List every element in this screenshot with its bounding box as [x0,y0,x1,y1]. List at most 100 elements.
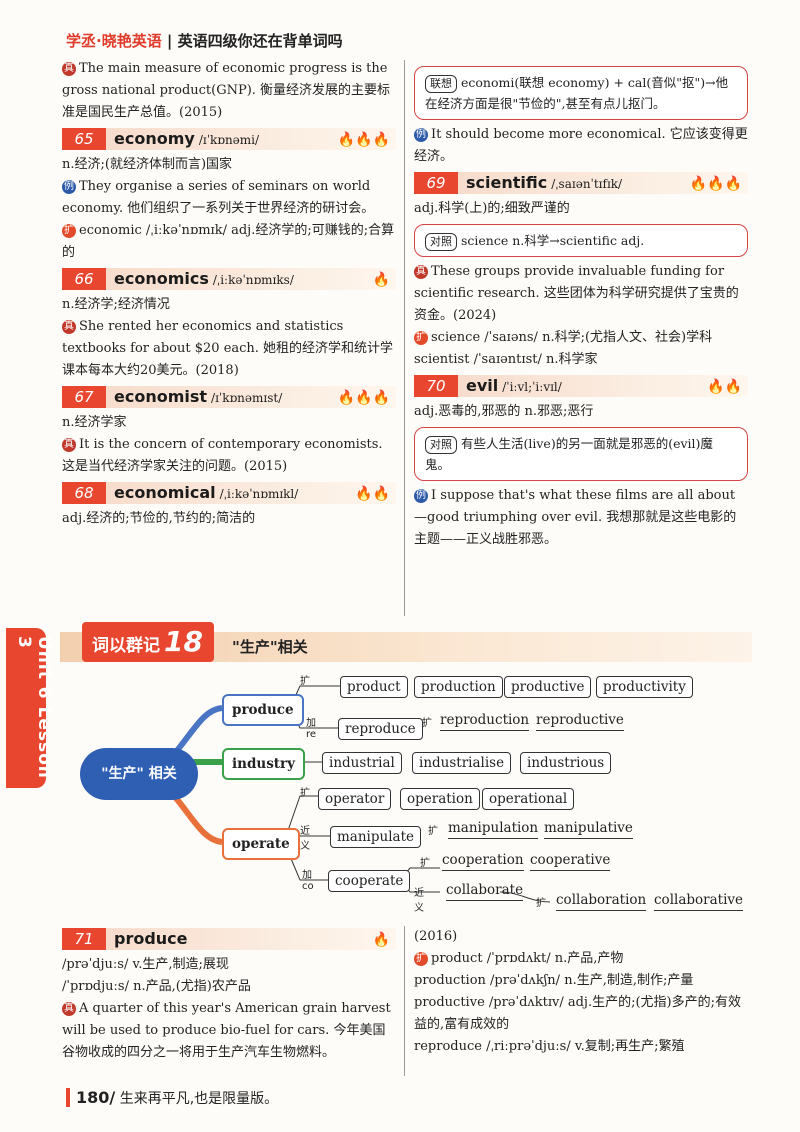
mm-cooperative: cooperative [530,850,611,871]
tag-extend: 扩 [300,676,310,687]
fire-icon: 🔥🔥🔥 [689,176,742,192]
mm-industrialise: industrialise [412,752,512,774]
fire-icon: 🔥🔥 [707,379,742,395]
page-number: 180/ [66,1088,116,1107]
tag-extend: 扩 [536,898,546,909]
header-title: 英语四级你还在背单词吗 [177,32,343,50]
word-number: 65 [62,128,106,150]
extension: production /prəˈdʌkʃn/ n.生产,制造,制作;产量 [414,973,694,988]
word-number: 69 [414,172,458,194]
word-number: 68 [62,482,106,504]
bottom-left-column: 71 produce 🔥 /prəˈdjuːs/ v.生产,制造;展现 /ˈpr… [62,924,396,1064]
mindmap-center-node: "生产" 相关 [80,748,198,800]
word-number: 71 [62,928,106,950]
definition: adj.恶毒的,邪恶的 n.邪恶;恶行 [414,404,594,419]
note-tag: 联想 [425,75,457,93]
column-divider [404,926,405,1076]
word-bar-66: 66 economics/ˌiːkəˈnɒmɪks/ 🔥 [62,268,396,290]
mm-collaborate: collaborate [446,880,524,901]
fire-icon: 🔥🔥🔥 [337,132,390,148]
word-headword: scientific/ˌsaɪənˈtɪfɪk/ [466,173,623,192]
mm-productive: productive [504,676,592,698]
definition: /prəˈdjuːs/ v.生产,制造;展现 [62,957,229,972]
tag-add-co: 加co [302,870,314,892]
hub-industry: industry [222,748,305,780]
page-footer: 180/ 生来再平凡,也是限量版。 [66,1088,278,1108]
footer-motto: 生来再平凡,也是限量版。 [119,1091,279,1107]
word-bar-67: 67 economist/ɪˈkɒnəmɪst/ 🔥🔥🔥 [62,386,396,408]
mm-productivity: productivity [596,676,693,698]
extend-icon: 扩 [62,223,76,238]
mm-manipulative: manipulative [544,818,633,839]
word-headword: economical/ˌiːkəˈnɒmɪkl/ [114,483,299,502]
real-exam-icon: 真 [62,61,76,76]
mm-manipulation: manipulation [448,818,539,839]
mm-operator: operator [318,788,392,810]
example-icon: 例 [62,179,76,194]
word-headword: evil/ˈiːvl;ˈiːvɪl/ [466,376,562,395]
year: (2016) [414,929,458,944]
word-headword: economy/ɪˈkɒnəmi/ [114,129,260,148]
word-bar-70: 70 evil/ˈiːvl;ˈiːvɪl/ 🔥🔥 [414,375,748,397]
note-tag: 对照 [425,436,457,454]
real-exam-icon: 真 [414,264,428,279]
example-icon: 例 [414,127,428,142]
compare-note: 对照有些人生活(live)的另一面就是邪恶的(evil)魔鬼。 [414,427,748,481]
word-number: 67 [62,386,106,408]
mm-manipulate: manipulate [330,826,421,848]
fire-icon: 🔥🔥 [355,486,390,502]
mm-cooperate: cooperate [328,870,411,892]
hub-produce: produce [222,694,304,726]
word-headword: economics/ˌiːkəˈnɒmɪks/ [114,269,294,288]
mm-industrious: industrious [520,752,612,774]
real-exam-icon: 真 [62,1001,76,1016]
word-number: 70 [414,375,458,397]
mm-operation: operation [400,788,480,810]
word-headword: produce [114,929,188,948]
definition: n.经济;(就经济体制而言)国家 [62,157,233,172]
word-bar-71: 71 produce 🔥 [62,928,396,950]
mm-product: product [340,676,408,698]
mm-industrial: industrial [322,752,402,774]
mm-collaboration: collaboration [556,890,647,911]
mm-reproduce: reproduce [338,718,423,740]
example-icon: 例 [414,488,428,503]
fire-icon: 🔥 [372,272,390,288]
tag-synonym: 近义 [300,826,310,852]
header-brand: 学丞·晓艳英语 [66,32,162,50]
fire-icon: 🔥 [372,932,390,948]
extension: productive /prəˈdʌktɪv/ adj.生产的;(尤指)多产的;… [414,995,741,1032]
definition: n.经济学;经济情况 [62,297,170,312]
mm-cooperation: cooperation [442,850,524,871]
word-headword: economist/ɪˈkɒnəmɪst/ [114,387,283,406]
column-divider [404,60,405,616]
mm-reproductive: reproductive [536,710,624,731]
definition: /ˈprɒdjuːs/ n.产品,(尤指)农产品 [62,979,251,994]
definition: n.经济学家 [62,415,127,430]
extend-icon: 扩 [414,330,428,345]
tag-extend: 扩 [428,826,438,837]
tag-extend: 扩 [422,718,432,729]
definition: adj.科学(上)的;细致严谨的 [414,201,570,216]
extend-icon: 扩 [414,951,428,966]
note-tag: 对照 [425,233,457,251]
fire-icon: 🔥🔥🔥 [337,390,390,406]
hub-operate: operate [222,828,300,860]
definition: adj.经济的;节俭的,节约的;简洁的 [62,511,256,526]
real-exam-icon: 真 [62,437,76,452]
group-subtitle: "生产"相关 [232,638,308,656]
word-number: 66 [62,268,106,290]
